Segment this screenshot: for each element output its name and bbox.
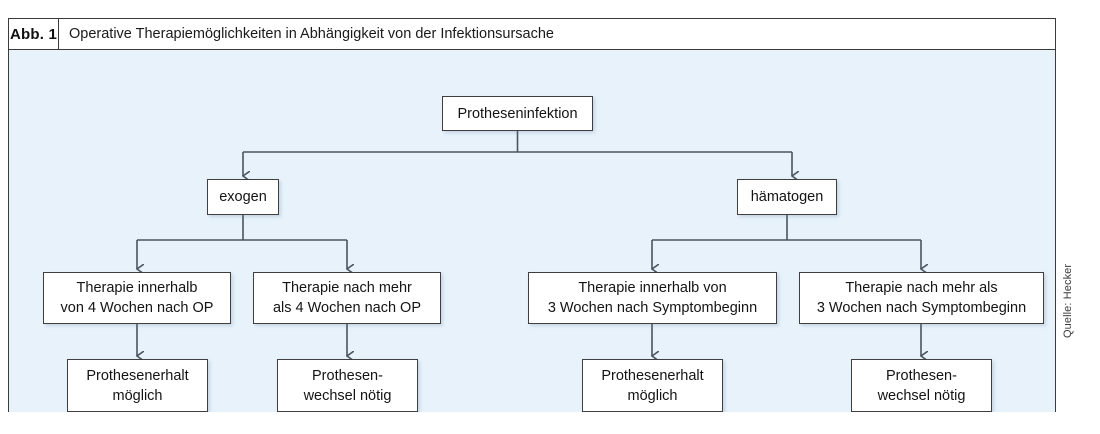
- diagram-canvas: Protheseninfektion exogen hämatogen Ther…: [9, 50, 1055, 412]
- node-haematogen-early-outcome[interactable]: Prothesenerhalt möglich: [582, 359, 723, 412]
- node-exogen[interactable]: exogen: [207, 179, 279, 215]
- node-exogen-early-outcome[interactable]: Prothesenerhalt möglich: [67, 359, 208, 412]
- node-haematogen-late-therapy[interactable]: Therapie nach mehr als 3 Wochen nach Sym…: [799, 272, 1044, 324]
- figure-frame: Abb. 1 Operative Therapiemöglichkeiten i…: [8, 18, 1056, 412]
- figure-caption-bar: Abb. 1 Operative Therapiemöglichkeiten i…: [9, 19, 1055, 50]
- node-protheseninfektion[interactable]: Protheseninfektion: [442, 96, 593, 131]
- node-haematogen-late-outcome[interactable]: Prothesen- wechsel nötig: [851, 359, 992, 412]
- figure-title: Operative Therapiemöglichkeiten in Abhän…: [69, 26, 554, 42]
- connector-layer: [9, 131, 1055, 412]
- source-credit: Quelle: Hecker: [1062, 263, 1074, 338]
- node-exogen-late-outcome[interactable]: Prothesen- wechsel nötig: [277, 359, 418, 412]
- figure-number-label: Abb. 1: [9, 19, 59, 49]
- node-haematogen[interactable]: hämatogen: [737, 179, 837, 215]
- node-haematogen-early-therapy[interactable]: Therapie innerhalb von 3 Wochen nach Sym…: [528, 272, 777, 324]
- node-exogen-early-therapy[interactable]: Therapie innerhalb von 4 Wochen nach OP: [43, 272, 231, 324]
- node-exogen-late-therapy[interactable]: Therapie nach mehr als 4 Wochen nach OP: [253, 272, 441, 324]
